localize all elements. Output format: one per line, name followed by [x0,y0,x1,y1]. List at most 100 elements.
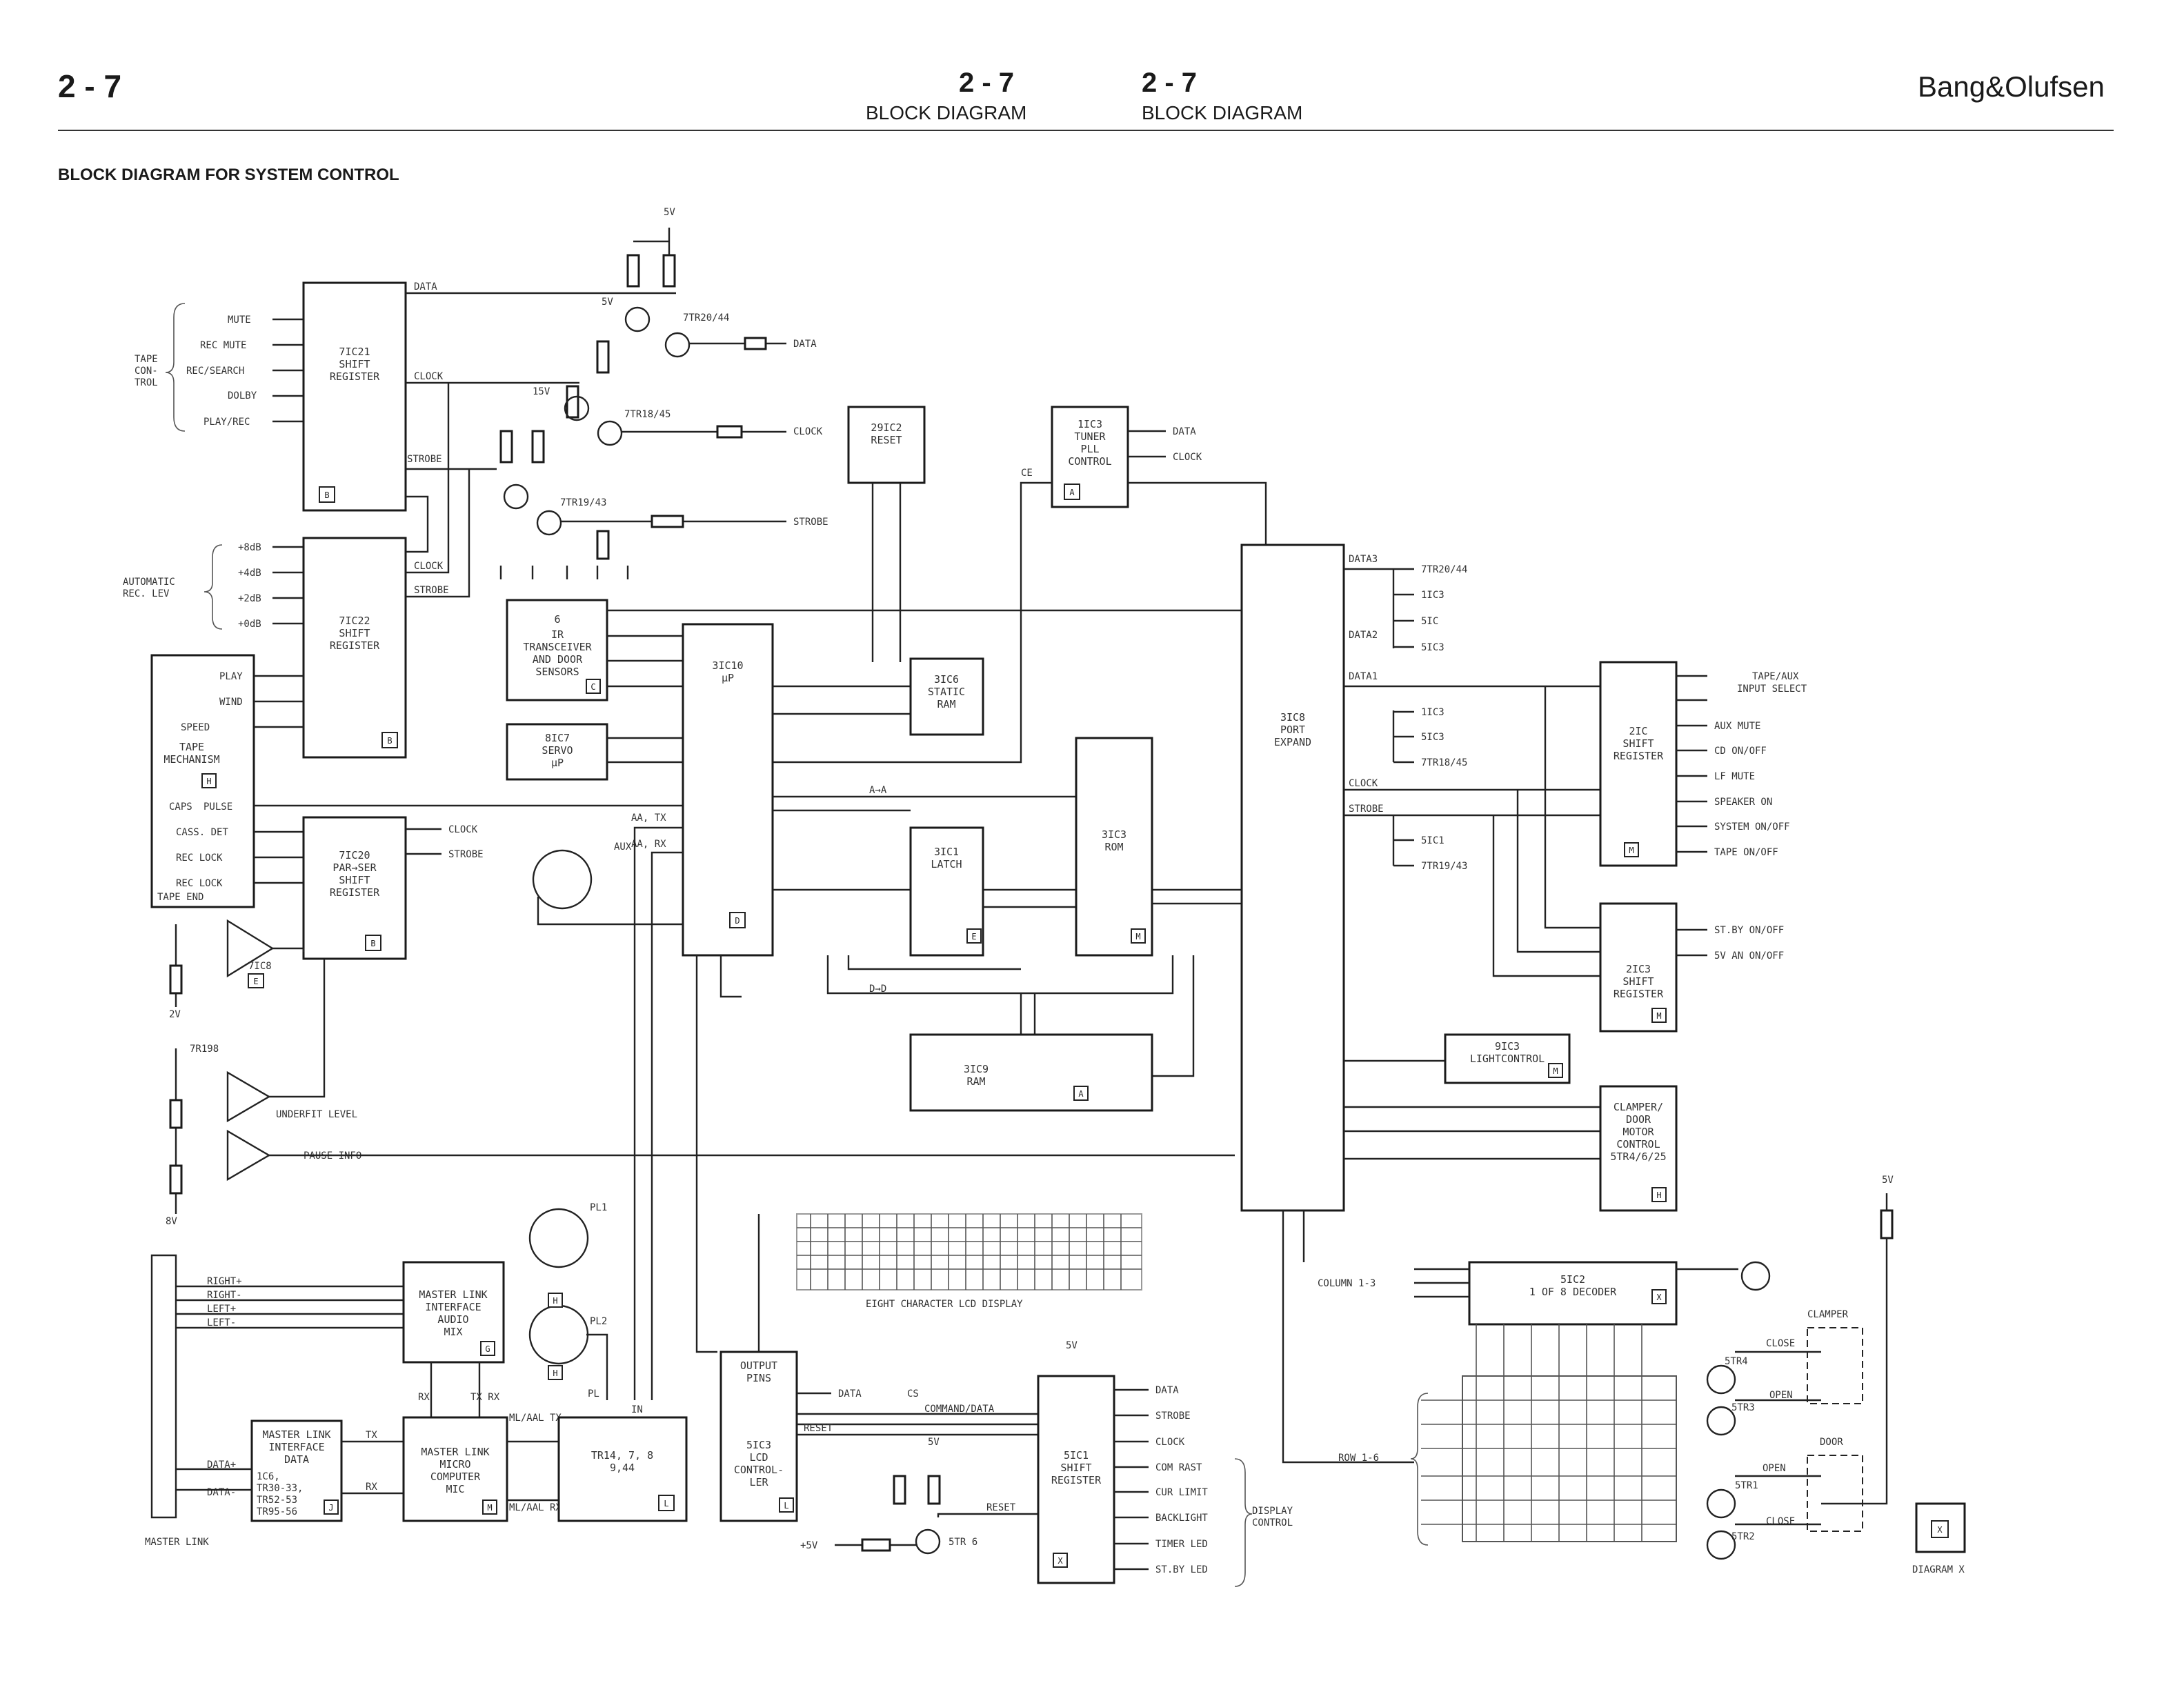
tape-control-label-3: TROL [135,377,158,388]
ic20-name: 7IC20 [339,849,370,861]
sig-0db: +0dB [238,619,261,630]
lcd-shift-standby-led: ST.BY LED [1155,1564,1208,1575]
ml-data-line4: 1C6, [257,1471,280,1482]
ic9-tag: A [1078,1089,1084,1099]
ic22-tag: B [387,736,392,746]
ml-audio-line4: MIX [444,1326,462,1338]
lcd-ctrl-line3: 5IC3 [746,1439,771,1451]
ic21-tag: B [324,490,329,500]
ic8-out-data2: DATA2 [1349,630,1378,641]
tr-5tr2: 5TR2 [1731,1531,1755,1542]
supply-5v-top: 5V [664,207,675,218]
tr14-txrx: IN [631,1404,643,1415]
ic8-out-5ic: 5IC [1421,616,1438,627]
ic8-out-5ic3-a: 5IC3 [1421,642,1445,653]
ml-data-tx: TX [366,1430,377,1441]
sig-strobe-in: STROBE [793,517,828,528]
opamp-tag: E [253,977,258,986]
page-number-left: 2 - 7 [58,68,122,104]
ic20-line3: SHIFT [339,874,370,886]
lcd-ctrl-line2: PINS [746,1372,771,1384]
ic22-line3: REGISTER [330,639,380,652]
ic2-shift-register: 2IC SHIFT REGISTER M TAPE/AUX INPUT SELE… [1599,661,1807,867]
ml-aal-tx: ML/AAL TX [509,1413,562,1424]
ic9-ram: 3IC9 RAM A [909,1033,1153,1112]
ic2-reset-line2: RESET [871,434,902,446]
ic20-strobe-label: STROBE [448,849,484,860]
row-label: ROW 1-6 [1338,1453,1379,1464]
door-close: CLOSE [1766,1516,1795,1527]
lcd-shift-tag: X [1058,1556,1063,1566]
mech-sig-speed: SPEED [181,722,210,733]
decoder-name: 5IC2 [1560,1273,1585,1286]
sig-data-in: DATA [793,339,817,350]
ml-micro-line3: COMPUTER [430,1471,481,1483]
ml-right-minus: RIGHT- [207,1290,242,1301]
ml-audio-name: MASTER LINK [419,1288,487,1301]
mech-sig-cass-det: CASS. DET [176,827,228,838]
tape-control-label-1: TAPE [135,354,158,365]
mech-sig-rec-lock-2: REC LOCK [176,878,223,889]
clamper-ctrl-name: CLAMPER/ [1614,1101,1663,1113]
lcd-shift-register: 5V 5IC1 SHIFT REGISTER X DATA STROBE CLO… [1037,1340,1293,1587]
ic3-out-standby: ST.BY ON/OFF [1714,925,1784,936]
opamp-8v: 8V [166,1216,177,1227]
ic10-tag: D [735,916,739,926]
column-label: COLUMN 1-3 [1318,1278,1376,1289]
ir-line2: TRANSCEIVER [523,641,592,653]
mech-sig-caps: CAPS [169,801,192,813]
ic2-out-lf-mute: LF MUTE [1714,771,1755,782]
ic3-light-control: 9IC3 LIGHTCONTROL M [1444,1033,1571,1084]
ic8-out-5ic1: 5IC1 [1421,835,1445,846]
ic3-out-5v: 5V AN ON/OFF [1714,950,1784,961]
tape-mech-tag: H [206,777,211,786]
aux-connector: AUX [532,841,683,926]
clamper-ctrl-line4: CONTROL [1616,1138,1660,1150]
master-link-label: MASTER LINK [145,1537,209,1548]
ic2-shift-line2: SHIFT [1622,737,1654,750]
clamper-ctrl-line5: 5TR4/6/25 [1610,1150,1666,1163]
ml-audio-line3: AUDIO [437,1313,468,1326]
diagram-x-tag: X [1937,1525,1943,1535]
ir-name: IR [551,628,564,641]
clamper-door-switches: 5TR4 5TR3 5TR1 5TR2 CLAMPER CLOSE OPEN D… [1706,1309,1863,1560]
ml-micro-name: MASTER LINK [421,1446,489,1458]
lcd-shift-name: 5IC1 [1064,1449,1089,1462]
tr14-line2: 9,44 [610,1462,635,1474]
ml-data-line3: DATA [284,1453,309,1466]
ml-audio-interface: MASTER LINK INTERFACE AUDIO MIX G RX TX … [402,1261,505,1417]
ic20-clock-label: CLOCK [448,824,478,835]
lcd-display: EIGHT CHARACTER LCD DISPLAY [757,1213,1142,1352]
ml-micro-line4: MIC [446,1483,464,1495]
ic6-line2: STATIC [928,686,965,698]
ir-tag: C [590,682,595,692]
aux-label: AUX [614,841,632,853]
ic21-line2: SHIFT [339,358,370,370]
ic6-static-ram: 3IC6 STATIC RAM [909,657,984,736]
page-number-center-b: 2 - 7 [1142,68,1198,98]
bus-aa-tx: AA, TX [631,813,666,824]
tr-5tr1: 5TR1 [1735,1480,1758,1491]
lcd-sig-data: DATA [838,1388,862,1399]
mech-sig-wind: WIND [219,697,243,708]
mech-sig-tape-end: TAPE END [157,892,203,903]
ic3-rom-tag: M [1135,932,1140,941]
ic2-out-tape: TAPE ON/OFF [1714,847,1778,858]
ic21-name: 7IC21 [339,346,370,358]
tr14-tag: L [664,1499,668,1508]
supply-plus-5v: +5V [800,1540,818,1551]
ic9-line2: RAM [966,1075,985,1088]
tr-19-43: 7TR19/43 [560,497,606,508]
key-matrix: ROW 1-6 [1338,1324,1677,1546]
clamper-label: CLAMPER [1807,1309,1849,1320]
supply-15v: 15V [533,386,550,397]
header-rule [58,130,2114,131]
ml-data-line2: INTERFACE [268,1441,324,1453]
clamper-ctrl-line2: DOOR [1626,1113,1651,1126]
ic3-tuner-tag: A [1069,488,1075,497]
ml-data-rx: RX [366,1482,377,1493]
ir-num: 6 [554,613,560,626]
lcd-sig-reset: RESET [804,1423,833,1434]
tr-20-44: 7TR20/44 [683,312,729,323]
